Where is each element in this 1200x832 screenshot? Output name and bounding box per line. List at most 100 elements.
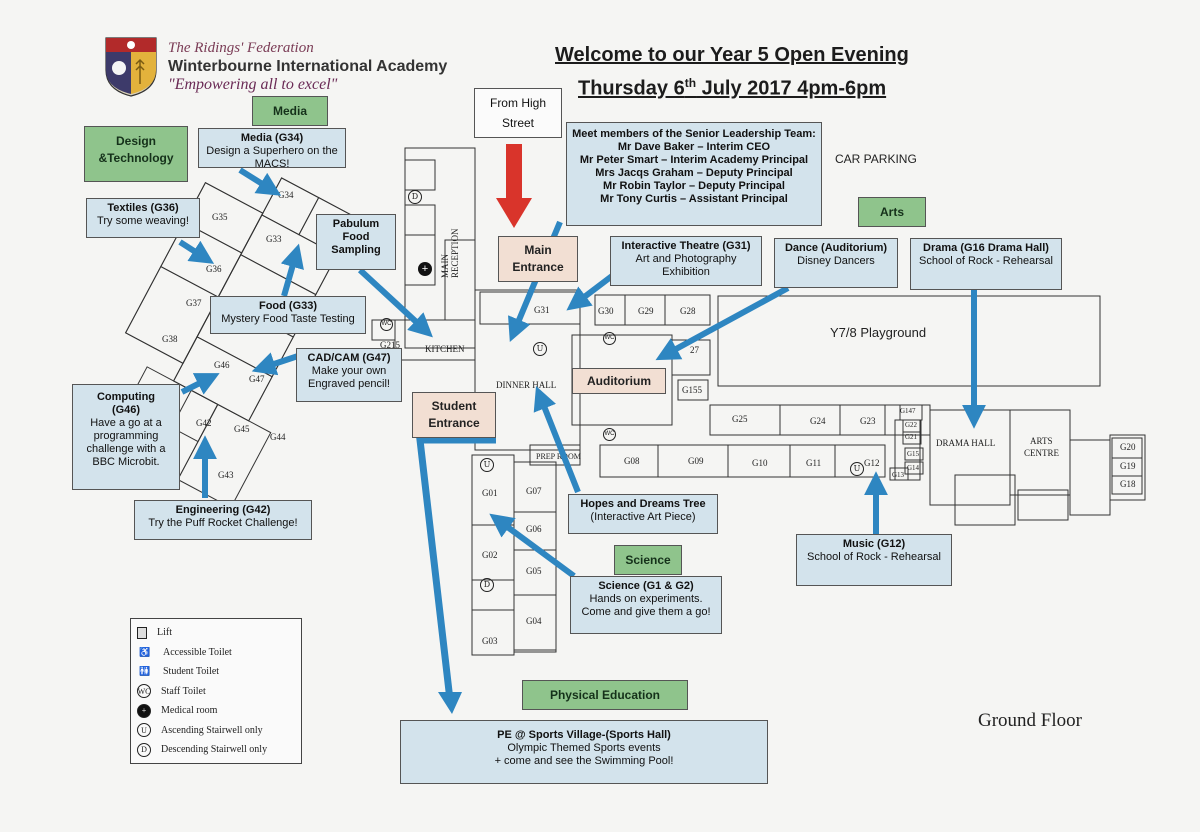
room-label: G14 xyxy=(907,464,920,472)
legend-lift: Lift xyxy=(137,623,295,643)
room-label: G36 xyxy=(206,264,222,274)
room-label: G29 xyxy=(638,306,654,316)
ascending-stairwell-icon: U xyxy=(137,723,151,738)
high-street-arrow xyxy=(506,144,522,204)
activity-drama: Drama (G16 Drama Hall)School of Rock - R… xyxy=(910,238,1062,290)
activity-engineering: Engineering (G42)Try the Puff Rocket Cha… xyxy=(134,500,312,540)
activity-interactive-theatre: Interactive Theatre (G31)Art and Photogr… xyxy=(610,236,762,286)
room-label: G03 xyxy=(482,636,498,646)
arts-centre-label: CENTRE xyxy=(1024,448,1059,458)
room-label: G31 xyxy=(534,305,550,315)
room-label: G215 xyxy=(380,340,400,350)
activity-textiles: Textiles (G36)Try some weaving! xyxy=(86,198,200,238)
activity-music: Music (G12)School of Rock - Rehearsal xyxy=(796,534,952,586)
medical-room-icon: + xyxy=(418,262,432,276)
prep-room-label: PREP ROOM xyxy=(536,452,581,461)
room-label: G05 xyxy=(526,566,542,576)
room-label: G23 xyxy=(860,416,876,426)
academy-name: Winterbourne International Academy xyxy=(168,58,448,75)
medical-room-icon: + xyxy=(137,703,151,718)
map-legend: Lift ♿Accessible Toilet 🚻Student Toilet … xyxy=(130,618,302,764)
event-date: Thursday 6th July 2017 4pm-6pm xyxy=(578,76,887,100)
descending-stairwell-icon: D xyxy=(137,742,151,757)
department-science: Science xyxy=(614,545,682,575)
room-label: G147 xyxy=(900,407,916,415)
room-label: G44 xyxy=(270,432,286,442)
legend-accessible-toilet: ♿Accessible Toilet xyxy=(137,643,295,663)
pe-arrowhead xyxy=(438,692,462,714)
activity-media: Media (G34)Design a Superhero on the MAC… xyxy=(198,128,346,170)
room-label: G30 xyxy=(598,306,614,316)
room-label: G06 xyxy=(526,524,542,534)
room-label: G08 xyxy=(624,456,640,466)
staff-toilet-icon: WC xyxy=(603,428,616,441)
department-arts: Arts xyxy=(858,197,926,227)
room-label: G12 xyxy=(864,458,880,468)
room-label: 27 xyxy=(690,345,699,355)
arts-centre-label: ARTS xyxy=(1030,436,1053,446)
room-label: G42 xyxy=(196,418,212,428)
room-label: G34 xyxy=(278,190,294,200)
room-label: G25 xyxy=(732,414,748,424)
activity-computing: Computing (G46) Have a go at a programmi… xyxy=(72,384,180,490)
federation-name: The Ridings' Federation xyxy=(168,40,314,56)
room-label: G35 xyxy=(212,212,228,222)
car-parking-label: CAR PARKING xyxy=(835,152,917,166)
senior-leadership-team: Meet members of the Senior Leadership Te… xyxy=(566,122,822,226)
room-label: G47 xyxy=(249,374,265,384)
room-label: G13 xyxy=(892,471,905,479)
school-crest-logo xyxy=(105,37,157,97)
room-label: G43 xyxy=(218,470,234,480)
room-label: G11 xyxy=(806,458,822,468)
legend-medical-room: +Medical room xyxy=(137,701,295,721)
room-label: G38 xyxy=(162,334,178,344)
kitchen-label: KITCHEN xyxy=(425,344,465,354)
ascending-stairwell-icon: U xyxy=(480,458,494,472)
department-media: Media xyxy=(252,96,328,126)
activity-dance: Dance (Auditorium)Disney Dancers xyxy=(774,238,898,288)
room-label: G45 xyxy=(234,424,250,434)
room-label: G155 xyxy=(682,385,702,395)
room-label: G28 xyxy=(680,306,696,316)
room-label: G15 xyxy=(907,450,920,458)
activity-science: Science (G1 & G2)Hands on experiments.Co… xyxy=(570,576,722,634)
staff-toilet-icon: WC xyxy=(380,318,393,331)
lift-icon xyxy=(137,626,147,639)
room-label: G02 xyxy=(482,550,498,560)
room-label: G21 xyxy=(905,433,918,441)
dinner-hall-label: DINNER HALL xyxy=(496,380,557,390)
room-label: G10 xyxy=(752,458,768,468)
legend-student-toilet: 🚻Student Toilet xyxy=(137,662,295,682)
room-label: G22 xyxy=(905,421,918,429)
playground-label: Y7/8 Playground xyxy=(830,325,927,340)
descending-stairwell-icon: D xyxy=(480,578,494,592)
academy-motto: "Empowering all to excel" xyxy=(168,76,338,93)
drama-hall-label: DRAMA HALL xyxy=(936,438,996,448)
staff-toilet-icon: WC xyxy=(137,684,151,699)
room-label: G46 xyxy=(214,360,230,370)
activity-hopes-and-dreams: Hopes and Dreams Tree(Interactive Art Pi… xyxy=(568,494,718,534)
department-design-technology: Design&Technology xyxy=(84,126,188,182)
student-toilet-icon: 🚻 xyxy=(139,666,151,677)
page-title: Welcome to our Year 5 Open Evening xyxy=(555,44,909,66)
room-label: G24 xyxy=(810,416,826,426)
accessible-toilet-icon: ♿ xyxy=(139,646,151,657)
auditorium-label: Auditorium xyxy=(572,368,666,394)
room-label: G33 xyxy=(266,234,282,244)
descending-stairwell-icon: D xyxy=(408,190,422,204)
room-label: G19 xyxy=(1120,461,1136,471)
ascending-stairwell-icon: U xyxy=(533,342,547,356)
room-label: G04 xyxy=(526,616,542,626)
room-label: G09 xyxy=(688,456,704,466)
room-label: G07 xyxy=(526,486,542,496)
